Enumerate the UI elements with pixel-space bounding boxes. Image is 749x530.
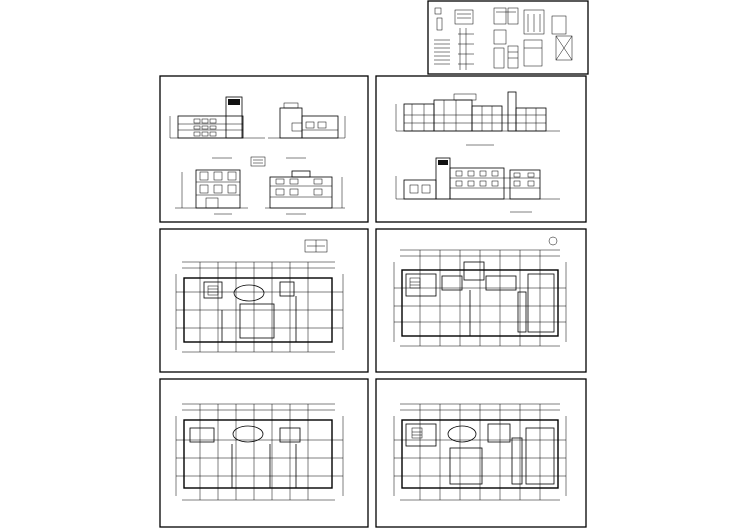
plan-ground-drawing: [175, 239, 344, 353]
north-arrow-icon: [548, 236, 558, 246]
elevations-sheet-right: [375, 75, 587, 223]
floor-plan-sheet-ground: [159, 228, 369, 373]
plan-roof-border: [375, 378, 587, 528]
plan-third-border: [159, 378, 369, 528]
elevations-left-border: [159, 75, 369, 223]
front-elevation: [169, 96, 265, 159]
plan-second-border: [375, 228, 587, 373]
north-elevation: [395, 157, 560, 213]
elevations-sheet-left: [159, 75, 369, 223]
floor-plan-sheet-second: [375, 228, 587, 373]
floor-plan-sheet-third: [159, 378, 369, 528]
plan-third-drawing: [175, 403, 344, 501]
elevations-right-border: [375, 75, 587, 223]
plan-ground-border: [159, 228, 369, 373]
rear-elevation: [175, 169, 248, 215]
section-marker: [250, 156, 266, 167]
end-elevation: [265, 170, 345, 215]
floor-plan-sheet-roof: [375, 378, 587, 528]
plan-roof-drawing: [393, 403, 567, 501]
south-elevation: [395, 91, 560, 146]
detail-sheet: [427, 0, 589, 75]
detail-drawings: [434, 7, 573, 70]
plan-second-drawing: [393, 236, 567, 347]
side-elevation: [268, 102, 346, 159]
detail-sheet-border: [427, 0, 589, 75]
